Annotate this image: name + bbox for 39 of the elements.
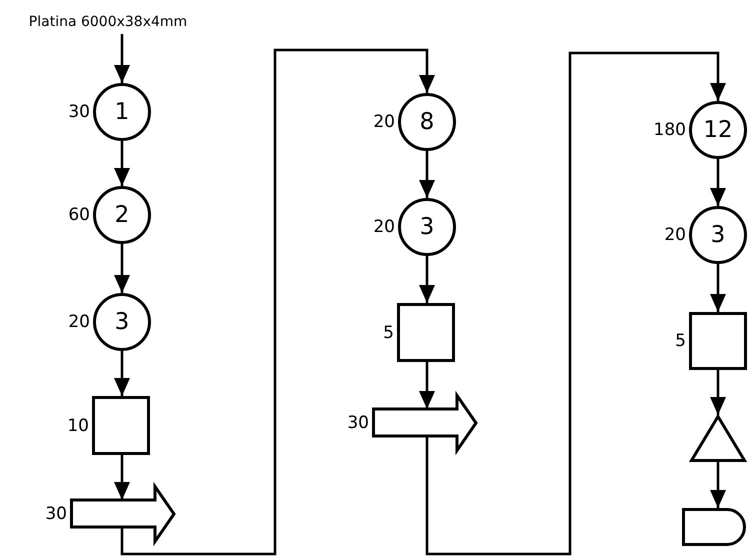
- time-value: 10: [67, 416, 89, 436]
- storage-box: [397, 303, 455, 362]
- time-value: 60: [68, 205, 90, 225]
- time-value: 5: [675, 331, 686, 351]
- flow-arrow: [710, 159, 726, 206]
- time-value: 20: [373, 112, 395, 132]
- time-value: 30: [68, 102, 90, 122]
- storage-box: [689, 312, 747, 370]
- flow-arrow: [419, 151, 435, 198]
- flow-arrow: [114, 34, 130, 83]
- flow-arrow: [120, 48, 435, 556]
- flow-arrow: [710, 370, 726, 415]
- flow-arrow: [710, 264, 726, 312]
- material-label: Platina 6000x38x4mm: [8, 10, 208, 34]
- operation-circle: 12: [689, 101, 747, 159]
- time-value: 30: [45, 504, 67, 524]
- operation-circle: 2: [93, 186, 151, 244]
- operation-circle: 3: [689, 206, 747, 264]
- storage-box: [92, 396, 150, 455]
- operation-circle: 8: [398, 93, 456, 151]
- delay-shape: [682, 508, 746, 546]
- storage-triangle: [690, 415, 746, 462]
- time-value: 180: [654, 120, 686, 140]
- flow-arrow: [419, 362, 435, 409]
- time-value: 30: [347, 413, 369, 433]
- time-value: 20: [68, 312, 90, 332]
- operation-circle: 3: [398, 198, 456, 256]
- flow-arrow: [114, 351, 130, 396]
- flow-arrow: [419, 256, 435, 303]
- time-value: 20: [664, 225, 686, 245]
- flow-arrow: [114, 244, 130, 293]
- flow-arrow: [426, 52, 726, 556]
- flow-arrow: [114, 141, 130, 186]
- time-value: 5: [383, 322, 394, 342]
- operation-circle: 3: [93, 293, 151, 351]
- operation-circle: 1: [93, 83, 151, 141]
- flow-arrow: [114, 455, 130, 500]
- time-value: 20: [373, 217, 395, 237]
- flow-arrow: [710, 462, 726, 508]
